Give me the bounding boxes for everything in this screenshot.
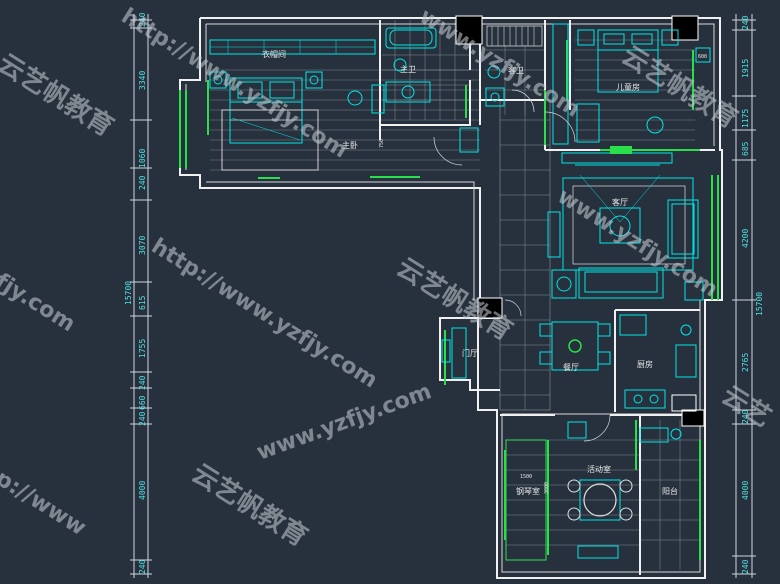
room-label-closet: 衣帽间: [262, 49, 286, 59]
left-dim-4: 240: [138, 175, 147, 190]
left-dim-5: 3070: [138, 236, 147, 255]
activity-floor: [505, 439, 640, 546]
watermark-url-5: www.yzfjy.com: [254, 379, 435, 465]
living-room-furniture: [547, 146, 704, 301]
right-dim-7: 240: [741, 409, 750, 424]
right-dim-5: 4200: [741, 229, 750, 248]
guest-bath-fixtures: [485, 25, 543, 107]
room-label-child-room: 儿童房: [616, 82, 640, 92]
left-dim-10: 240: [138, 411, 147, 426]
left-dim-3: 1060: [138, 149, 147, 168]
child-room-floor: [575, 39, 695, 141]
dining-table: [539, 321, 611, 371]
right-dim-6: 2765: [741, 353, 750, 372]
child-bed: [577, 29, 679, 93]
master-bed-dimension: 750: [379, 139, 385, 148]
watermark-url-2: www.yzfjy.com: [415, 4, 584, 123]
room-label-master-bedroom: 主卧: [342, 140, 358, 150]
watermark-brand-1: 云艺帆教育: [0, 48, 119, 143]
child-wardrobe: [552, 23, 711, 145]
right-dim-1: 240: [741, 15, 750, 30]
room-label-kitchen: 厨房: [637, 359, 653, 369]
master-bath-fixtures: [371, 27, 437, 114]
left-dim-6: 615: [138, 295, 147, 310]
door-swings: [433, 89, 611, 442]
left-dim-8: 240: [138, 375, 147, 390]
piano-width: 1500: [520, 474, 532, 480]
room-label-foyer: 门厅: [462, 348, 478, 358]
room-label-guest-bath: 客卫: [508, 65, 524, 75]
left-dim-9: 660: [138, 395, 147, 410]
activity-table: [567, 421, 633, 559]
right-dim-3: 1175: [741, 109, 750, 128]
master-chair: [347, 90, 479, 153]
bathroom-tiles: [382, 20, 700, 570]
room-label-master-bath: 主卫: [400, 64, 416, 74]
left-dim-7: 1755: [138, 339, 147, 358]
left-dim-11: 4000: [138, 481, 147, 500]
watermark-url-3: http://www.yzfjy.com: [147, 234, 382, 394]
master-bed: [209, 71, 323, 171]
right-dimension-chain: [732, 14, 756, 578]
left-dim-total: 15700: [124, 281, 133, 305]
room-label-piano-room: 钢琴室: [516, 486, 540, 496]
room-label-balcony: 阳台: [662, 486, 678, 496]
exterior-walls: [179, 17, 723, 579]
room-label-living-room: 客厅: [612, 197, 628, 207]
right-dimension-labels: 240 1915 1175 685 4200 2765 240 4000 240…: [741, 15, 764, 574]
left-dim-2: 3340: [138, 71, 147, 90]
piano-height: 3000: [544, 482, 550, 494]
closet-dimension: 600: [698, 54, 707, 60]
left-dimension-chain: [130, 14, 152, 578]
watermark-url-4: fjy.com: [0, 269, 79, 337]
right-dim-4: 685: [741, 141, 750, 156]
watermark-brand-4: 云艺帆教育: [186, 458, 313, 553]
watermark-url-6: p://www: [0, 466, 90, 541]
structural-columns: [455, 15, 705, 427]
watermark-brand-5: 云艺: [716, 380, 776, 433]
left-dim-12: 240: [138, 559, 147, 574]
closet-wardrobe: [209, 39, 376, 55]
room-label-activity-room: 活动室: [587, 464, 611, 474]
right-dim-total: 15700: [755, 292, 764, 316]
foyer-cabinet: [441, 327, 467, 379]
piano-room-desk: [505, 427, 682, 561]
right-dim-2: 1915: [741, 59, 750, 78]
left-dim-1: 240: [138, 12, 147, 27]
room-label-dining: 餐厅: [563, 363, 579, 372]
kitchen-fixtures: [619, 314, 697, 412]
right-dim-9: 240: [741, 559, 750, 574]
right-dim-8: 4000: [741, 481, 750, 500]
left-dimension-labels: 240 3340 1060 240 3070 615 1755 240 660 …: [124, 12, 147, 574]
